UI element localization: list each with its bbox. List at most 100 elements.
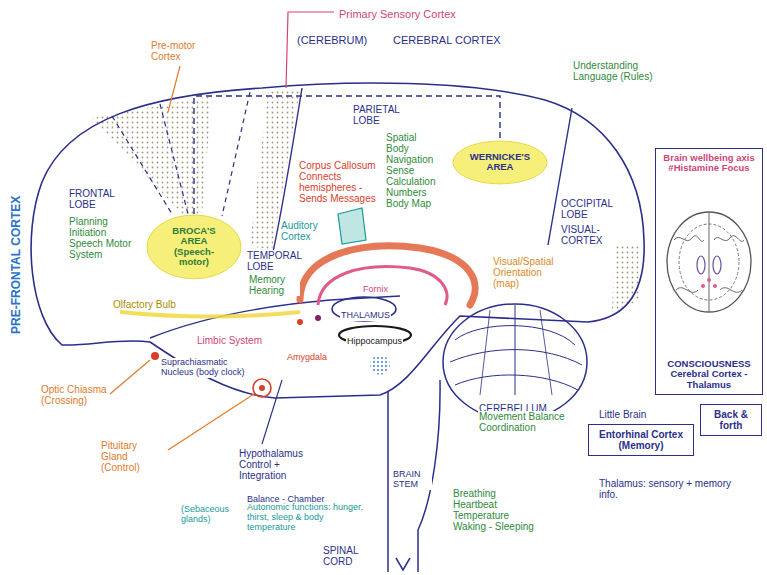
label-slot: FRONTAL LOBE (68, 188, 128, 212)
label-slot: PARIETAL LOBE (352, 104, 404, 128)
label-slot: Movement Balance Coordination (478, 411, 582, 435)
annotation-label: Hippocampus (346, 337, 403, 347)
leader-line (286, 12, 334, 88)
ventricle (713, 256, 721, 274)
note-box: Entorhinal Cortex (Memory) (588, 424, 694, 456)
amygdala-dot (297, 319, 303, 325)
pink-dot (713, 284, 717, 288)
label-slot: Auditory Cortex (280, 220, 330, 244)
olfactory-band (120, 312, 300, 317)
annotation-label: Pituitary Gland (Control) (100, 440, 164, 473)
cerebrum-outline (31, 83, 644, 398)
pituitary-core (259, 385, 265, 391)
auditory-shape (338, 208, 366, 244)
annotation-label: SPINAL CORD (322, 545, 382, 567)
annotation-label: VISUAL-CORTEX (560, 224, 640, 246)
annotation-label: CEREBRAL CORTEX (392, 34, 502, 46)
leader-line (168, 66, 180, 112)
node-text: Entorhinal Cortex (Memory) (594, 429, 688, 451)
brain-stem-line (387, 392, 389, 572)
highlight-ellipse (453, 141, 547, 184)
dashed-connector (194, 96, 500, 214)
node-text: Brain wellbeing axis #Histamine Focus (661, 153, 757, 174)
annotation-label: Visual/Spatial Orientation (map) (492, 256, 564, 289)
dotted-blob (370, 355, 390, 375)
annotation-label: Little Brain (598, 409, 647, 420)
label-slot: Hypothalamus Control + Integration (238, 448, 330, 483)
label-slot: Amygdala (286, 346, 338, 364)
cerebellum-fold (450, 350, 582, 365)
label-slot: VISUAL-CORTEX (560, 224, 640, 248)
annotation-label: Fornix (362, 285, 389, 295)
label-slot: Hippocampus (346, 330, 406, 348)
label-slot: Planning Initiation Speech Motor System (68, 216, 134, 262)
annotation-label: Optic Chiasma (Crossing) (40, 384, 108, 406)
annotation-label: FRONTAL LOBE (68, 188, 128, 210)
annotation-label: Limbic System (196, 335, 263, 346)
annotation-label: PRE-FRONTAL CORTEX (10, 195, 23, 335)
annotation-label: BRAIN STEM (392, 470, 432, 490)
label-slot: OCCIPITAL LOBE (560, 198, 632, 222)
annotation-label: Spatial Body Navigation Sense Calculatio… (385, 132, 443, 209)
annotation-label: (Sebaceous glands) (180, 505, 240, 525)
annotation-label: Autonomic functions: hunger, thirst, sle… (246, 503, 372, 533)
label-slot: BRAIN STEM (392, 470, 432, 491)
label-slot: Spatial Body Navigation Sense Calculatio… (385, 132, 443, 211)
label-slot: Breathing Heartbeat Temperature Waking -… (452, 488, 542, 534)
pituitary-ring (253, 379, 271, 397)
label-slot: Pituitary Gland (Control) (100, 440, 164, 475)
coronal-midline (709, 212, 710, 312)
cerebellum-fold (480, 310, 490, 395)
corpus-callosum (300, 246, 475, 305)
label-slot: TEMPORAL LOBE (246, 250, 302, 274)
label-slot: Suprachiasmatic Nucleus (body clock) (160, 358, 258, 379)
highlight-area: WERNICKE'S AREA (452, 140, 548, 185)
occipital-dotted-region (612, 238, 642, 312)
node-text: CONSCIOUSNESS Cerebral Cortex - Thalamus (661, 359, 757, 390)
coronal-gyri (674, 236, 704, 242)
annotation-label: PARIETAL LOBE (352, 104, 404, 126)
label-slot: (CEREBRUM) (296, 30, 378, 48)
annotation-label: Thalamus: sensory + memory info. (598, 478, 748, 500)
label-slot: Optic Chiasma (Crossing) (40, 384, 108, 408)
label-slot: Thalamus: sensory + memory info. (598, 478, 748, 502)
label-slot: Corpus Callosum Connects hemispheres - S… (298, 160, 380, 206)
ventricle (697, 256, 705, 274)
node-text: WERNICKE'S AREA (466, 152, 534, 173)
annotation-label: Auditory Cortex (280, 220, 330, 242)
coronal-gyri (714, 236, 744, 242)
annotation-label: Breathing Heartbeat Temperature Waking -… (452, 488, 542, 532)
connector-group (194, 96, 500, 214)
annotation-label: TEMPORAL LOBE (246, 250, 303, 272)
leader-line (168, 394, 254, 450)
annotation-label: THALAMUS (340, 311, 391, 321)
annotation-label: Corpus Callosum Connects hemispheres - S… (298, 160, 380, 204)
node-text: Back & forth (706, 409, 756, 431)
annotation-label: (CEREBRUM) (296, 34, 368, 46)
node-text: BROCA'S AREA (Speech-motor) (160, 226, 228, 268)
annotation-label: Olfactory Bulb (112, 299, 177, 310)
annotation-label: Planning Initiation Speech Motor System (68, 216, 134, 260)
label-slot: Olfactory Bulb (112, 294, 196, 312)
cerebellum-fold (540, 310, 552, 395)
label-slot: Autonomic functions: hunger, thirst, sle… (246, 503, 372, 534)
highlight-ellipse (147, 215, 241, 279)
thalamus-shape (332, 297, 396, 321)
optic-chiasma-dot (151, 352, 159, 360)
cerebellum-fold (455, 375, 578, 390)
label-slot: Pre-motor Cortex (150, 40, 212, 64)
annotation-label: Primary Sensory Cortex (338, 8, 457, 20)
cerebellum-fold (515, 305, 516, 395)
label-slot: Visual/Spatial Orientation (map) (492, 256, 564, 291)
annotation-label: OCCIPITAL LOBE (560, 198, 632, 220)
label-slot: Memory Hearing (248, 274, 300, 298)
label-slot: Primary Sensory Cortex (338, 4, 508, 22)
label-slot: CEREBRAL CORTEX (392, 30, 522, 48)
label-slot: Limbic System (196, 330, 272, 348)
annotation-label: Amygdala (286, 353, 328, 363)
highlight-area: BROCA'S AREA (Speech-motor) (146, 214, 242, 280)
label-slot: Understanding Language (Rules) (572, 60, 664, 84)
